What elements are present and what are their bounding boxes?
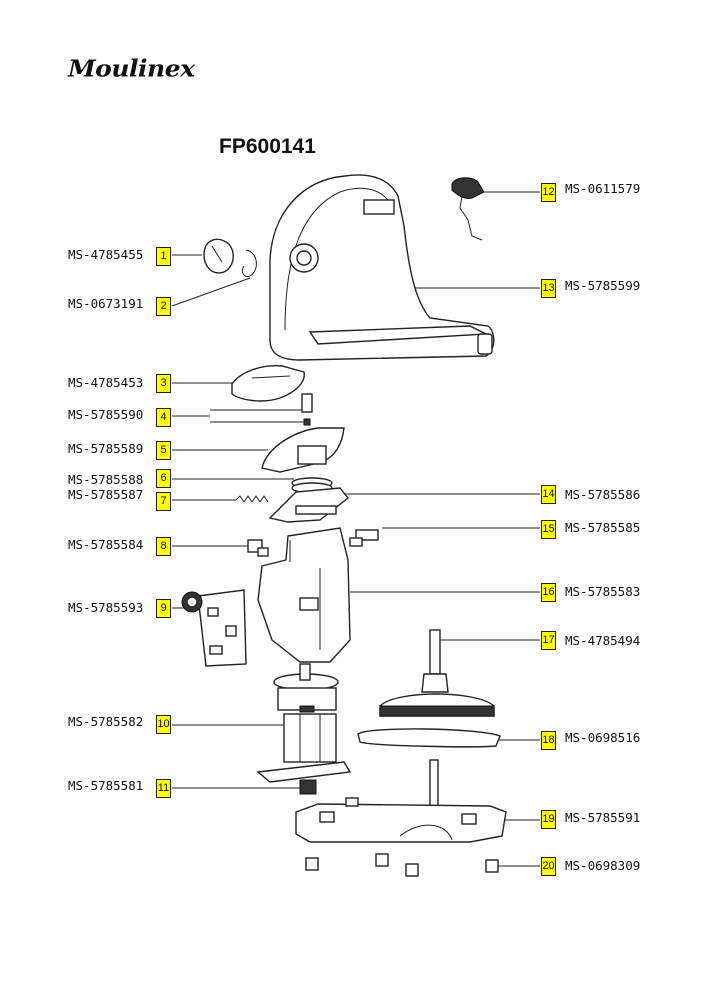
callout-19: 19 bbox=[541, 810, 556, 829]
callout-11: 11 bbox=[156, 779, 171, 798]
part-5-lid bbox=[261, 427, 345, 473]
part-ref-6: MS-5785588 bbox=[68, 472, 144, 487]
part-ref-13: MS-5785599 bbox=[565, 278, 641, 293]
part-ref-9: MS-5785593 bbox=[68, 600, 144, 615]
part-ref-10: MS-5785582 bbox=[68, 714, 144, 729]
leader-lines bbox=[171, 191, 540, 867]
callout-17: 17 bbox=[541, 631, 556, 650]
part-ref-8: MS-5785584 bbox=[68, 537, 144, 552]
part-10-motor bbox=[273, 663, 339, 763]
part-7-spring bbox=[235, 495, 269, 503]
part-ref-2: MS-0673191 bbox=[68, 296, 144, 311]
part-3-cover bbox=[231, 365, 305, 402]
callout-5: 5 bbox=[156, 441, 171, 460]
part-ref-16: MS-5785583 bbox=[565, 584, 641, 599]
part-9-pcb bbox=[181, 589, 247, 667]
part-ref-5: MS-5785589 bbox=[68, 441, 144, 456]
callout-13: 13 bbox=[541, 279, 556, 298]
callout-9: 9 bbox=[156, 599, 171, 618]
part-17-shaft bbox=[421, 629, 449, 693]
callout-3: 3 bbox=[156, 374, 171, 393]
part-ref-15: MS-5785585 bbox=[565, 520, 641, 535]
part-16-chassis bbox=[257, 527, 351, 663]
callout-2: 2 bbox=[156, 297, 171, 316]
part-ref-19: MS-5785591 bbox=[565, 810, 641, 825]
callout-7: 7 bbox=[156, 492, 171, 511]
part-11-plate bbox=[256, 761, 352, 795]
callout-6: 6 bbox=[156, 469, 171, 488]
callout-18: 18 bbox=[541, 731, 556, 750]
part-20-feet bbox=[305, 853, 499, 877]
callout-15: 15 bbox=[541, 520, 556, 539]
part-ref-4: MS-5785590 bbox=[68, 407, 144, 422]
part-13-housing bbox=[269, 174, 495, 361]
part-ref-12: MS-0611579 bbox=[565, 181, 641, 196]
callout-20: 20 bbox=[541, 857, 556, 876]
part-ref-1: MS-4785455 bbox=[68, 247, 144, 262]
part-14-holder bbox=[268, 487, 349, 523]
part-19-base bbox=[295, 759, 507, 843]
part-ref-14: MS-5785586 bbox=[565, 487, 641, 502]
callout-8: 8 bbox=[156, 537, 171, 556]
callout-14: 14 bbox=[541, 485, 556, 504]
part-15-switch bbox=[349, 529, 379, 547]
part-ref-17: MS-4785494 bbox=[565, 633, 641, 648]
brand-logo: Moulinex bbox=[68, 54, 195, 83]
gear-wheel bbox=[379, 693, 495, 717]
callout-12: 12 bbox=[541, 183, 556, 202]
part-ref-20: MS-0698309 bbox=[565, 858, 641, 873]
part-ref-18: MS-0698516 bbox=[565, 730, 641, 745]
part-2-clip bbox=[241, 249, 257, 277]
callout-16: 16 bbox=[541, 583, 556, 602]
part-ref-7: MS-5785587 bbox=[68, 487, 144, 502]
part-4-pins bbox=[301, 393, 313, 426]
callout-1: 1 bbox=[156, 247, 171, 266]
part-1-knob bbox=[203, 238, 234, 274]
part-ref-3: MS-4785453 bbox=[68, 375, 144, 390]
model-number: FP600141 bbox=[219, 135, 316, 158]
part-8-small bbox=[247, 539, 269, 557]
part-12-crank bbox=[451, 177, 485, 241]
callout-10: 10 bbox=[156, 715, 171, 734]
callout-4: 4 bbox=[156, 408, 171, 427]
part-ref-11: MS-5785581 bbox=[68, 778, 144, 793]
part-18-gasket bbox=[357, 728, 501, 748]
